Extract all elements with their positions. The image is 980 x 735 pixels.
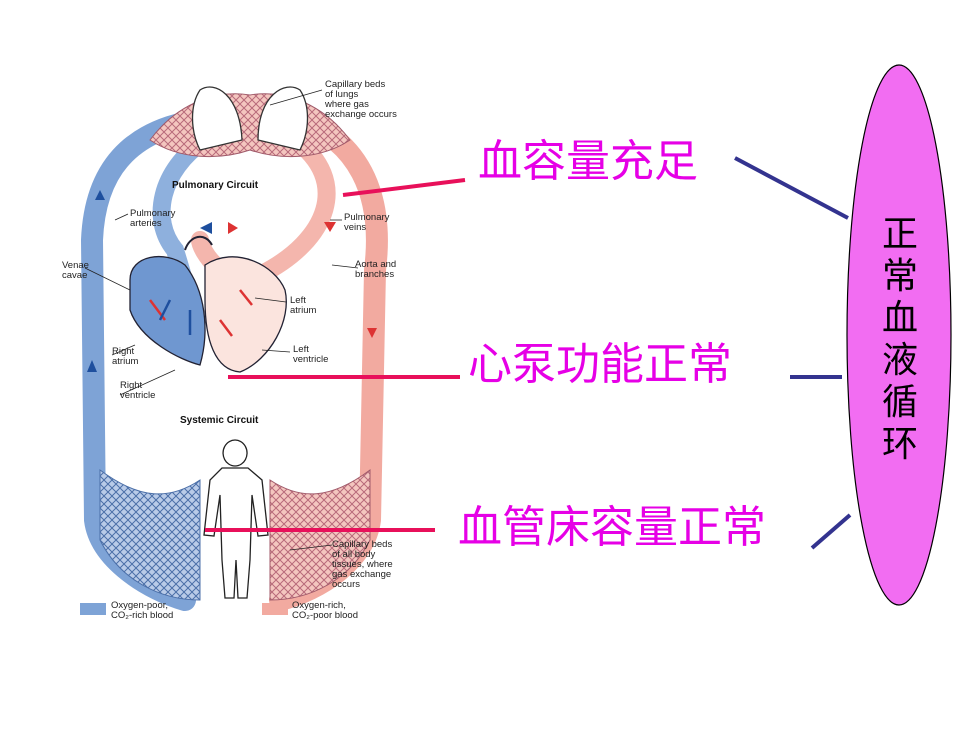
pink-connector-1 [342, 178, 466, 197]
legend-label-oxygen-rich: Oxygen-rich, CO₂-poor blood [292, 600, 358, 621]
circulation-diagram [80, 86, 388, 615]
heart-icon [129, 235, 287, 373]
label-pulmonary-veins: Pulmonary veins [344, 212, 390, 233]
center-char: 循 [881, 382, 918, 423]
leader-lines [84, 89, 359, 551]
legend-swatch-oxygen-poor [80, 603, 106, 615]
legend-swatch-oxygen-rich [262, 603, 288, 615]
body-figure-icon [203, 439, 269, 599]
center-title-vertical: 正 常 血 液 循 环 [880, 214, 920, 466]
label-right-ventricle: Right ventricle [120, 380, 156, 401]
label-left-atrium: Left atrium [290, 295, 317, 316]
center-char: 血 [881, 298, 918, 339]
lung-capillary-bed [149, 93, 351, 157]
factor-vascular-bed: 血管床容量正常 [458, 502, 766, 553]
factor-blood-volume: 血容量充足 [478, 136, 698, 187]
label-right-atrium: Right atrium [112, 346, 139, 367]
legend-label-oxygen-poor: Oxygen-poor, CO₂-rich blood [111, 600, 174, 621]
flow-arrows-red [228, 222, 377, 338]
pulmonary-vein-vessel [191, 131, 336, 288]
label-left-ventricle: Left ventricle [293, 344, 329, 365]
label-systemic-circuit: Systemic Circuit [180, 415, 259, 426]
center-char: 液 [881, 340, 918, 381]
connectors [205, 156, 852, 550]
label-capillary-body: Capillary beds of all body tissues, wher… [332, 539, 393, 590]
label-capillary-lungs: Capillary beds of lungs where gas exchan… [325, 79, 397, 120]
label-aorta: Aorta and branches [355, 259, 397, 280]
navy-connector-1 [734, 156, 849, 220]
body-capillary-bed [99, 469, 201, 601]
flow-arrows [87, 190, 212, 372]
label-venae-cavae: Venae cavae [62, 260, 89, 281]
center-char: 常 [881, 256, 918, 297]
center-char: 正 [881, 214, 918, 255]
body-capillary-bed-right [269, 469, 371, 601]
label-pulmonary-circuit: Pulmonary Circuit [172, 180, 259, 191]
factor-heart-pump: 心泵功能正常 [468, 339, 732, 390]
center-char: 环 [881, 424, 918, 465]
navy-connector-3 [810, 513, 852, 550]
label-pulmonary-arteries: Pulmonary arteries [130, 208, 176, 229]
center-ellipse [846, 64, 952, 606]
